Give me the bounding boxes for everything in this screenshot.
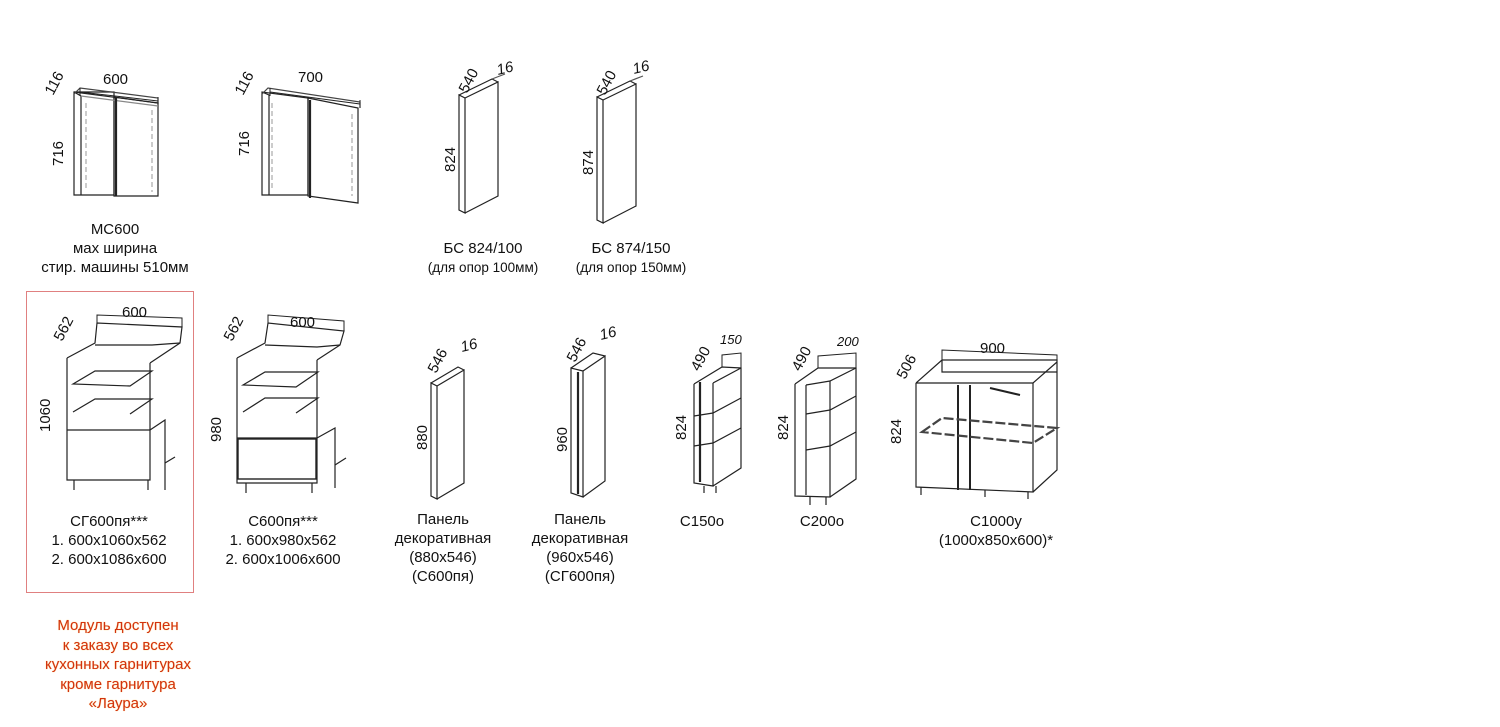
caption-line: (880x546) bbox=[409, 549, 477, 566]
note-line: к заказу во всех bbox=[62, 636, 174, 654]
dim-depth: 116 bbox=[232, 69, 258, 98]
caption-line: Панель bbox=[554, 511, 606, 528]
caption-line: (С600пя) bbox=[411, 568, 475, 585]
dim-width: 200 bbox=[836, 334, 859, 349]
dim-height: 880 bbox=[414, 425, 431, 450]
note-line: «Лаура» bbox=[88, 695, 148, 712]
caption-panel-880: Панель декоративная (880x546) (С600пя) bbox=[383, 510, 503, 586]
caption-bs874: БС 874/150 (для опор 150мм) bbox=[556, 239, 706, 277]
caption-line: БС 874/150 bbox=[591, 240, 671, 257]
dim-width: 150 bbox=[720, 332, 742, 347]
availability-note: Модуль доступен к заказу во всех кухонны… bbox=[18, 616, 218, 714]
dim-depth: 490 bbox=[789, 344, 816, 374]
caption-c600: С600пя*** 1. 600x980x562 2. 600x1006x600 bbox=[200, 512, 366, 569]
highlight-frame bbox=[26, 291, 194, 593]
mc700-drawing bbox=[261, 87, 361, 204]
dim-width: 600 bbox=[122, 304, 147, 321]
caption-line: Панель bbox=[417, 511, 469, 528]
caption-line: СГ600пя*** bbox=[70, 513, 148, 530]
dim-depth: 546 bbox=[564, 335, 591, 365]
caption-line: 2. 600x1086x600 bbox=[51, 551, 167, 568]
bs874-drawing bbox=[596, 75, 644, 224]
dim-depth: 506 bbox=[894, 352, 921, 382]
dim-width: 16 bbox=[631, 57, 652, 78]
caption-line: стир. машины 510мм bbox=[41, 259, 189, 276]
caption-c1000: С1000у (1000x850x600)* bbox=[916, 512, 1076, 550]
caption-line: 1. 600x980x562 bbox=[229, 532, 337, 549]
caption-line: (1000x850x600)* bbox=[938, 532, 1054, 549]
dim-width: 600 bbox=[103, 71, 128, 88]
note-line: кухонных гарнитурах bbox=[45, 656, 191, 673]
dim-height: 716 bbox=[236, 131, 253, 156]
dim-width: 900 bbox=[980, 340, 1005, 357]
caption-c150: С150о bbox=[662, 512, 742, 531]
caption-line: 2. 600x1006x600 bbox=[225, 551, 341, 568]
mc600-drawing bbox=[73, 87, 159, 197]
dim-height: 824 bbox=[775, 415, 792, 440]
caption-line: С150о bbox=[679, 513, 725, 530]
dim-depth: 490 bbox=[688, 344, 715, 374]
note-line: кроме гарнитура bbox=[60, 675, 176, 693]
caption-line: С600пя*** bbox=[248, 513, 318, 530]
caption-line: декоративная bbox=[531, 530, 629, 547]
dim-height: 960 bbox=[554, 427, 571, 452]
caption-line: декоративная bbox=[394, 530, 492, 547]
caption-sg600: СГ600пя*** 1. 600x1060x562 2. 600x1086x6… bbox=[26, 512, 192, 569]
dim-height: 824 bbox=[442, 147, 459, 172]
bs824-drawing bbox=[458, 73, 506, 214]
dim-depth: 116 bbox=[42, 69, 68, 98]
caption-mc600: МС600 мах ширина стир. машины 510мм bbox=[10, 220, 220, 277]
caption-line: С1000у bbox=[970, 513, 1022, 530]
caption-c200: С200о bbox=[782, 512, 862, 531]
panel-880-drawing bbox=[430, 366, 465, 500]
caption-line: С200о bbox=[799, 513, 845, 530]
caption-line: мах ширина bbox=[72, 240, 158, 257]
note-line: Модуль доступен bbox=[57, 617, 179, 634]
dim-depth: 546 bbox=[425, 346, 452, 376]
dim-width: 16 bbox=[598, 323, 619, 344]
dim-height: 824 bbox=[888, 419, 905, 444]
dim-height: 874 bbox=[580, 150, 597, 175]
dim-width: 16 bbox=[459, 335, 480, 356]
caption-line: (для опор 150мм) bbox=[575, 260, 687, 275]
caption-bs824: БС 824/100 (для опор 100мм) bbox=[408, 239, 558, 277]
c1000-drawing bbox=[915, 359, 1061, 499]
caption-line: (для опор 100мм) bbox=[427, 260, 539, 275]
dim-height: 716 bbox=[50, 141, 67, 166]
sg600-drawing bbox=[66, 322, 183, 490]
caption-line: 1. 600x1060x562 bbox=[51, 532, 167, 549]
dim-width: 600 bbox=[290, 314, 315, 331]
caption-line: МС600 bbox=[90, 221, 140, 238]
dim-width: 16 bbox=[495, 58, 516, 79]
caption-line: (СГ600пя) bbox=[544, 568, 616, 585]
c150-drawing bbox=[693, 366, 742, 493]
caption-line: (960x546) bbox=[546, 549, 614, 566]
dim-height: 1060 bbox=[37, 399, 54, 432]
dim-height: 980 bbox=[208, 417, 225, 442]
caption-panel-960: Панель декоративная (960x546) (СГ600пя) bbox=[520, 510, 640, 586]
c600-drawing bbox=[236, 322, 347, 493]
dim-width: 700 bbox=[298, 69, 323, 86]
dim-depth: 562 bbox=[221, 314, 248, 344]
c200-drawing bbox=[794, 367, 857, 505]
panel-960-drawing bbox=[570, 352, 606, 498]
dim-height: 824 bbox=[673, 415, 690, 440]
caption-line: БС 824/100 bbox=[443, 240, 523, 257]
